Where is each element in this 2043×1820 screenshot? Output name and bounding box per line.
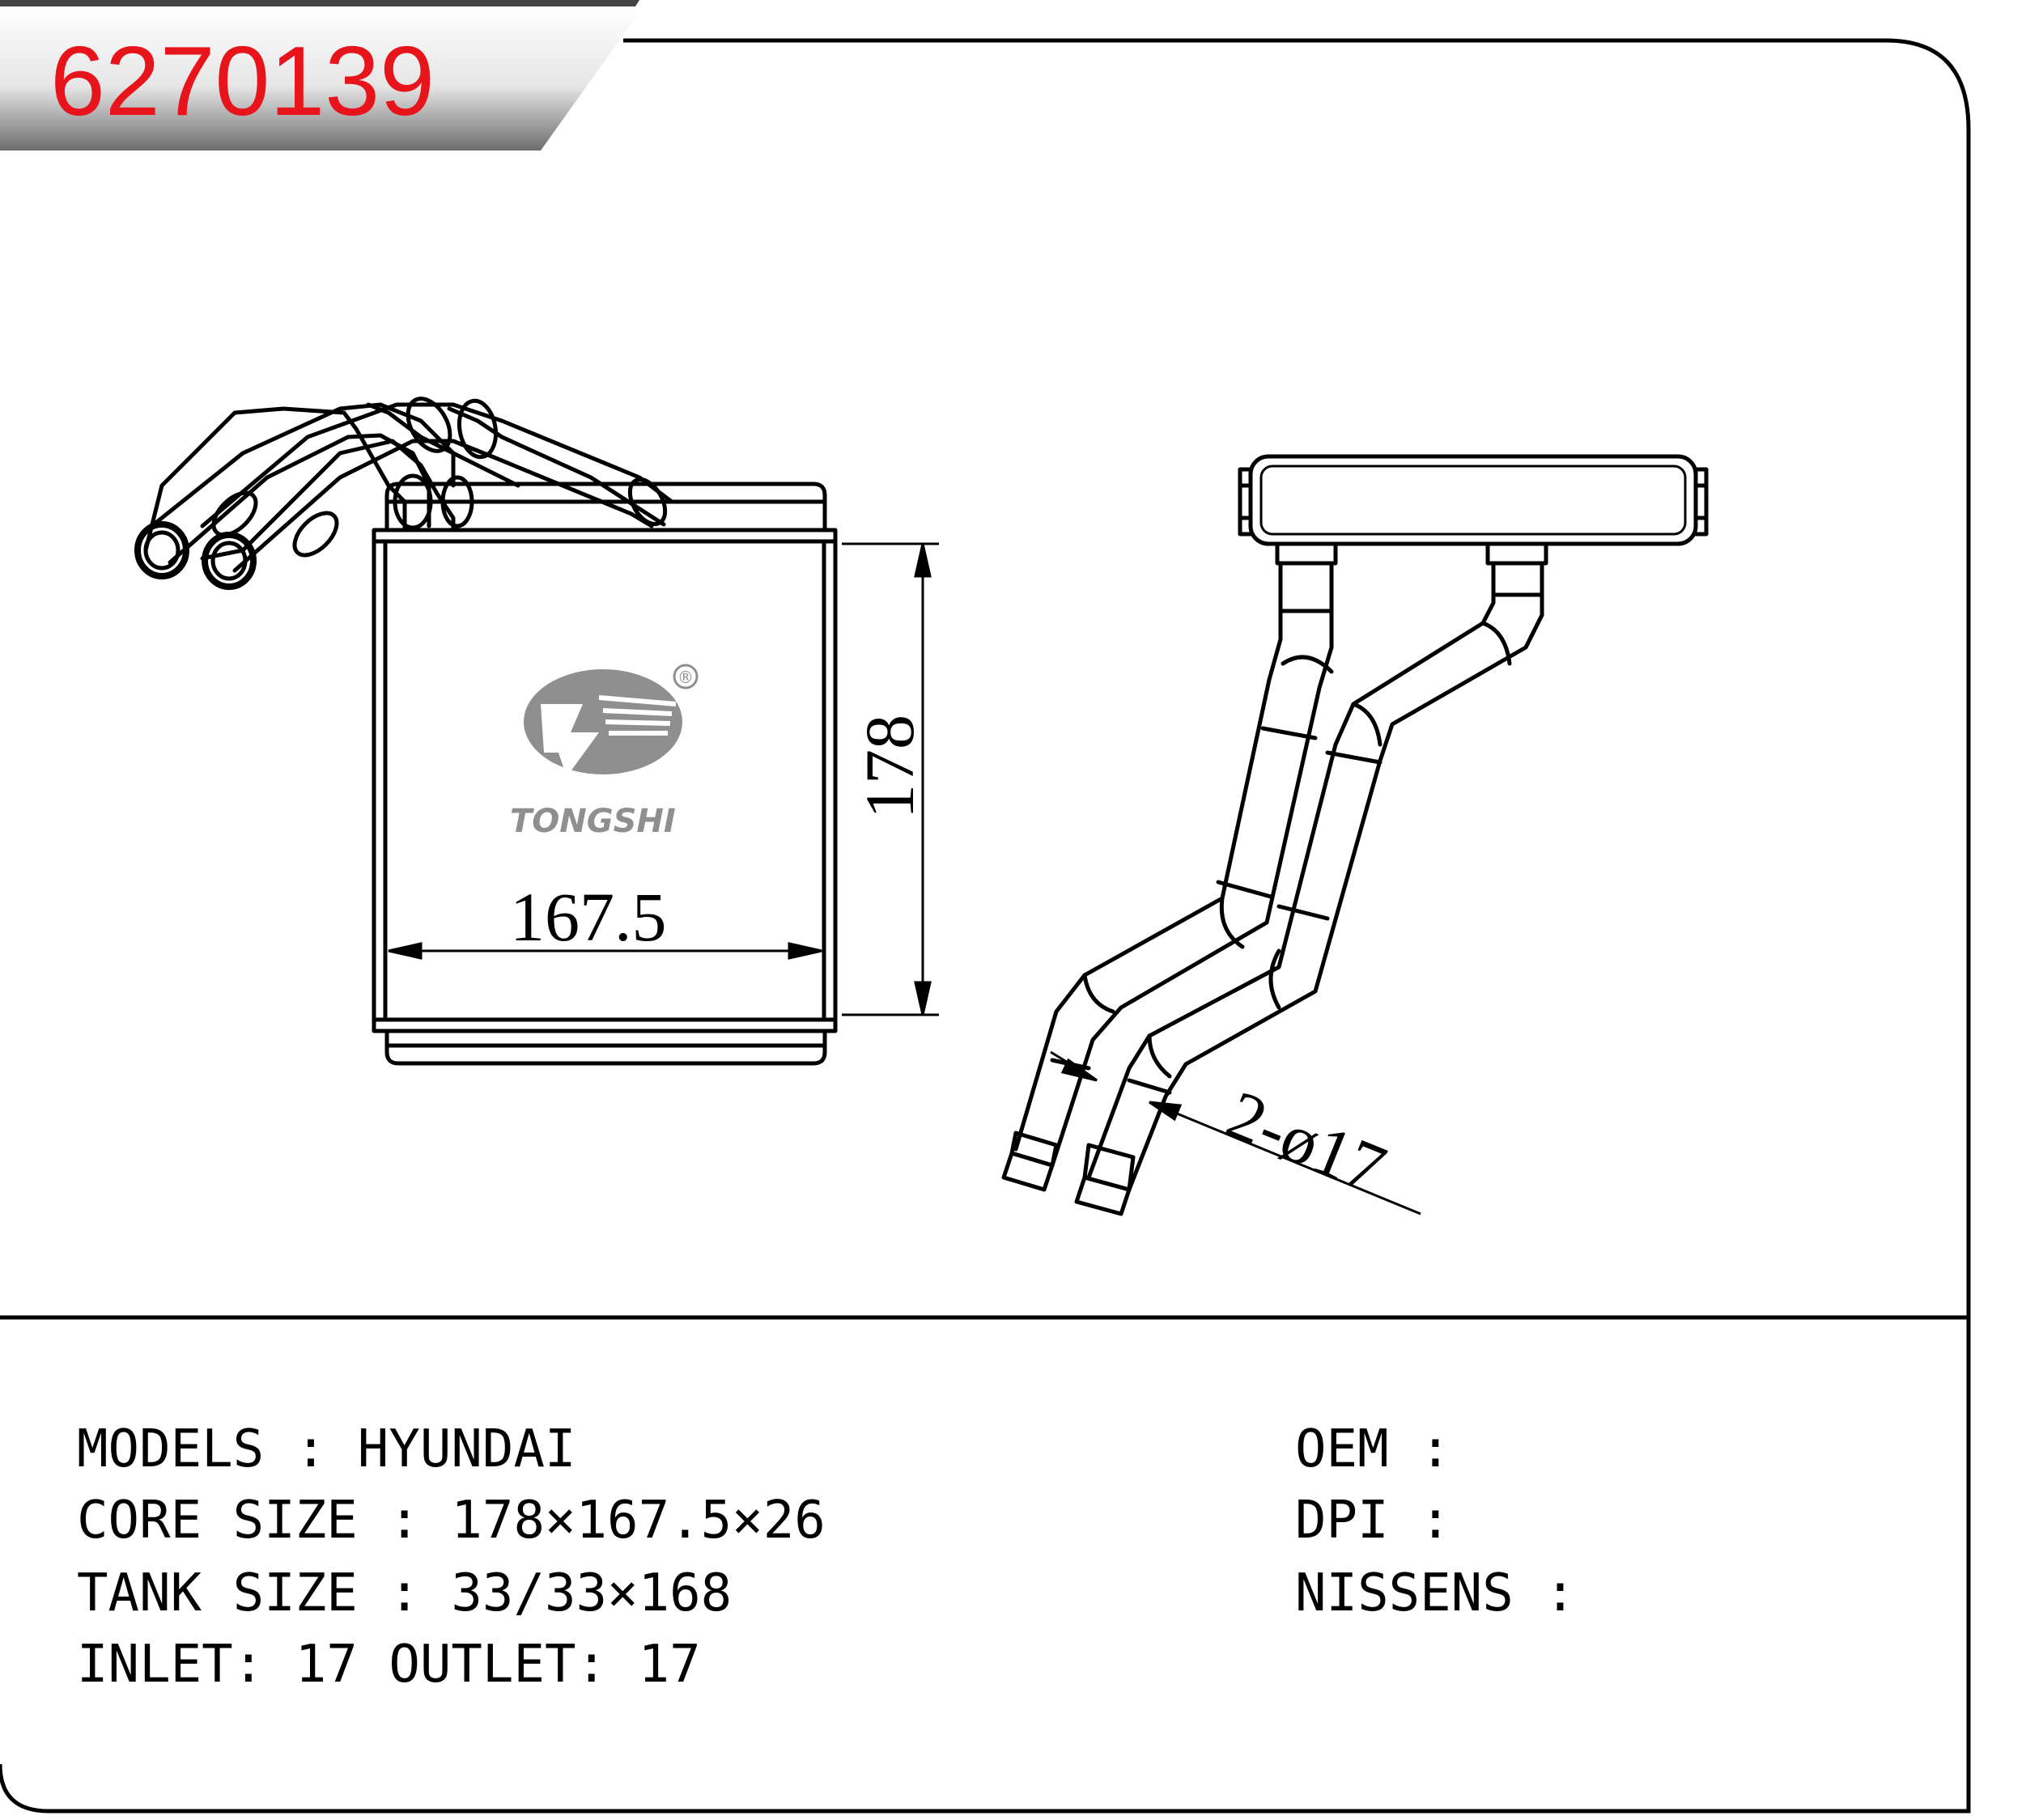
registered-mark: ® <box>677 668 694 687</box>
spec-models: MODELS : HYUNDAI <box>77 1419 576 1479</box>
height-dimension-label: 178 <box>851 715 928 819</box>
part-number: 6270139 <box>50 26 435 136</box>
spec-dpi: DPI : <box>1295 1491 1451 1551</box>
specs-left: MODELS : HYUNDAI CORE SIZE : 178×167.5×2… <box>77 1419 826 1695</box>
height-dimension <box>842 542 939 1016</box>
brand-name: TONGSHI <box>510 803 676 840</box>
spec-nissens: NISSENS : <box>1295 1563 1576 1623</box>
pipe-diameter-label: 2-ø17 <box>1217 1075 1396 1208</box>
sheet-frame <box>0 38 1971 1814</box>
side-view <box>1001 454 1709 1216</box>
width-dimension <box>388 942 822 960</box>
specs-right: OEM : DPI : NISSENS : <box>1295 1419 1576 1623</box>
spec-oem: OEM : <box>1295 1419 1451 1479</box>
pipe-diameter-leader <box>1050 1050 1421 1215</box>
spec-tank-size: TANK SIZE : 33/33×168 <box>77 1563 732 1623</box>
spec-inlet-outlet: INLET: 17 OUTLET: 17 <box>77 1635 701 1695</box>
width-dimension-label: 167.5 <box>510 878 667 956</box>
tongshi-logo: ® TONGSHI <box>510 664 699 840</box>
part-number-tab: 6270139 <box>0 0 643 151</box>
front-view <box>134 397 838 1066</box>
spec-core-size: CORE SIZE : 178×167.5×26 <box>77 1491 826 1551</box>
